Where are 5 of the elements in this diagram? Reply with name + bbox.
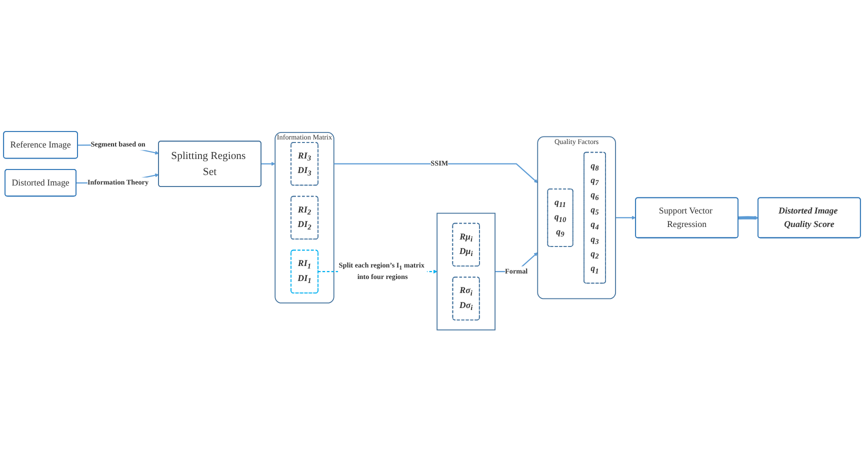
arrow (738, 216, 758, 220)
arrow (616, 216, 636, 220)
cluster (436, 212, 496, 330)
arrow (334, 163, 538, 183)
arrow (260, 162, 276, 166)
